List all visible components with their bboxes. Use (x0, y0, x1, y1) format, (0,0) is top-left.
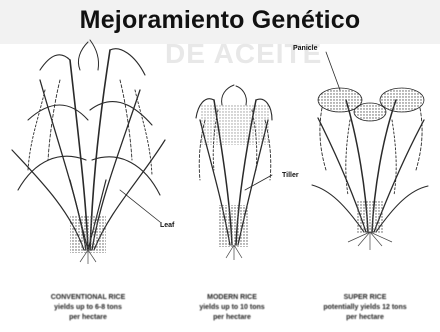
conventional-rice-plant (12, 40, 165, 253)
caption-conventional-rice: CONVENTIONAL RICE yields up to 6-8 tons … (28, 293, 148, 323)
leaf-label: Leaf (160, 222, 174, 229)
super-rice-roots (348, 232, 392, 250)
caption-line-3: per hectare (305, 313, 425, 323)
modern-rice-plant (196, 85, 272, 247)
super-rice-plant (312, 52, 428, 234)
panicle-label: Panicle (293, 45, 318, 52)
caption-line-1: SUPER RICE (305, 293, 425, 303)
caption-super-rice: SUPER RICE potentially yields 12 tons pe… (305, 293, 425, 323)
caption-line-3: per hectare (172, 313, 292, 323)
tiller-label: Tiller (282, 172, 299, 179)
caption-line-1: MODERN RICE (172, 293, 292, 303)
caption-line-2: yields up to 6-8 tons (28, 303, 148, 313)
caption-line-3: per hectare (28, 313, 148, 323)
modern-rice-roots (226, 245, 242, 260)
caption-line-1: CONVENTIONAL RICE (28, 293, 148, 303)
caption-line-2: yields up to 10 tons (172, 303, 292, 313)
caption-line-2: potentially yields 12 tons (305, 303, 425, 313)
caption-modern-rice: MODERN RICE yields up to 10 tons per hec… (172, 293, 292, 323)
